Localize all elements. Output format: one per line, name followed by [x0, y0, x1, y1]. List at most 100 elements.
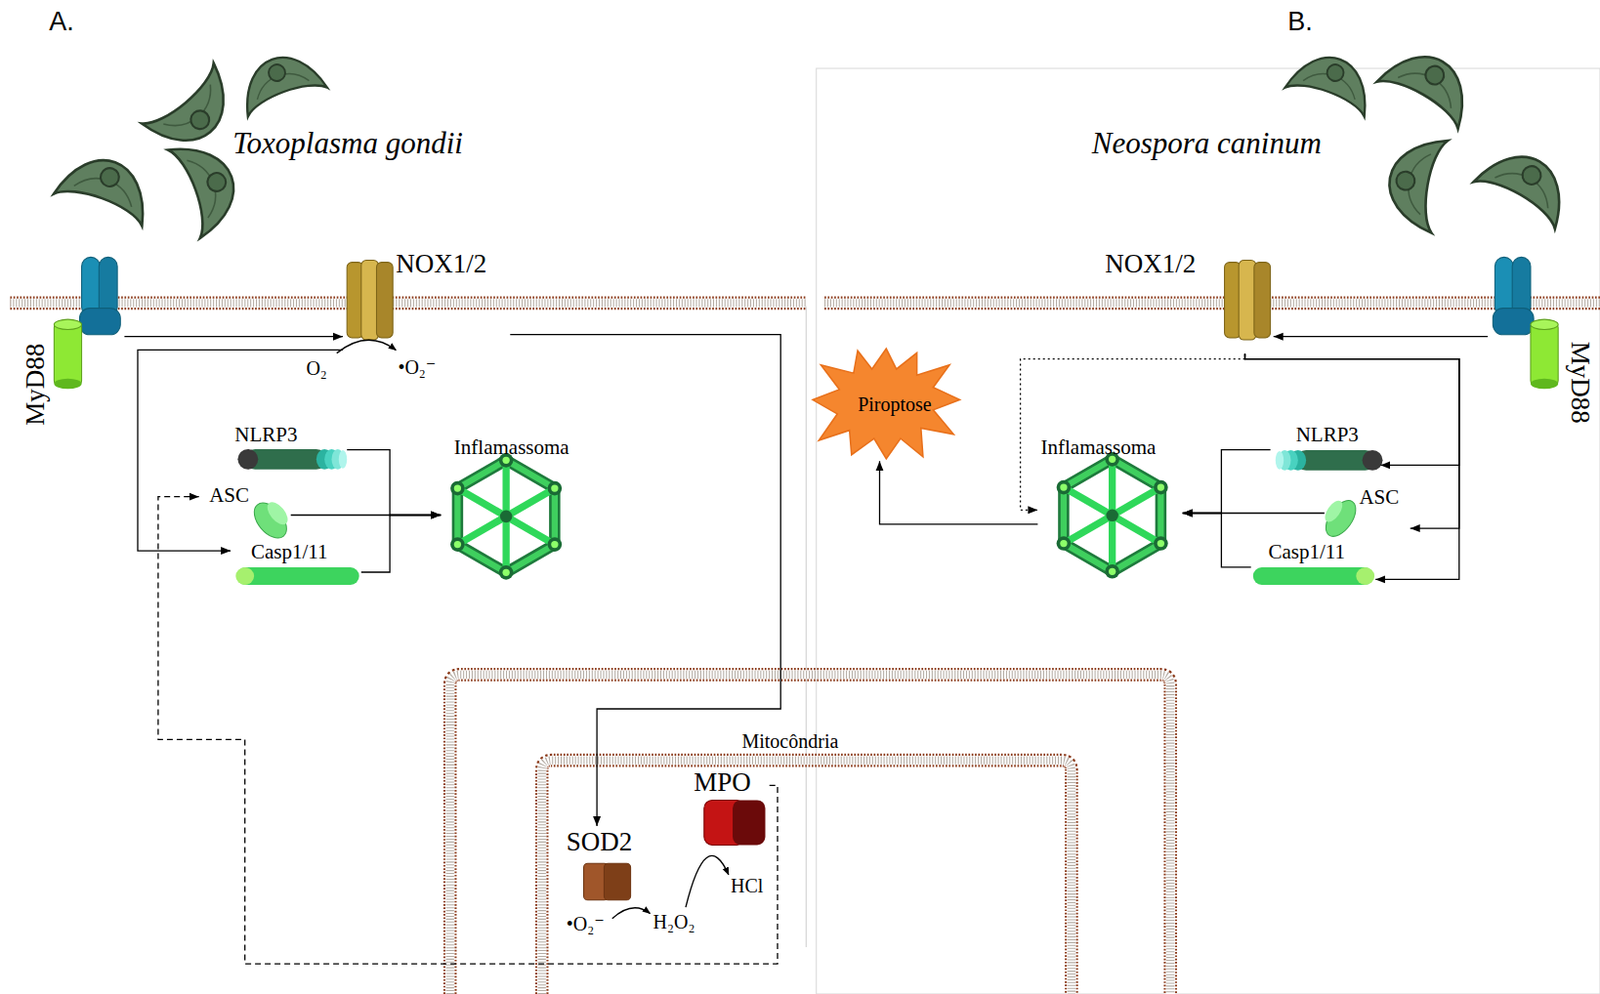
- organelle-region: MitocôndriaSOD2 MPO: [535, 729, 1077, 994]
- receptor: [1494, 256, 1514, 317]
- arrow-connector: [1245, 354, 1460, 581]
- arrow-connector: [1245, 354, 1460, 466]
- node-label: Mitocôndria: [741, 730, 839, 753]
- node-label: ASC: [209, 484, 250, 507]
- nlrp3-protein: [1275, 451, 1284, 470]
- panel-frame: [816, 68, 1600, 994]
- protein-node: ASC: [1324, 483, 1411, 544]
- cell-membrane: [9, 296, 806, 311]
- asc-protein: [1319, 495, 1362, 542]
- asc-protein: [263, 499, 293, 529]
- arrow-connector: [880, 461, 1039, 525]
- receptor: [1512, 256, 1531, 317]
- reaction-arrow: [685, 855, 729, 908]
- parasite: [53, 38, 1581, 239]
- asc-protein: [248, 497, 294, 545]
- complex-node: Inflamassoma: [440, 433, 596, 577]
- reaction-arrow: [336, 339, 397, 353]
- caspase-protein: [235, 567, 1375, 586]
- receptor: [53, 322, 82, 386]
- arrow-connector: [137, 349, 343, 551]
- receptor: [1492, 308, 1534, 336]
- caspase-protein: [236, 567, 359, 586]
- inflammasome-icon: [450, 452, 1169, 581]
- cell-membrane: [9, 298, 806, 308]
- arrow-connector: [509, 335, 781, 827]
- organelle-membrane: [450, 674, 1172, 994]
- protein-node: ASC: [199, 481, 292, 540]
- receptor-node: MyD88: [20, 254, 126, 437]
- parasite: [1284, 44, 1380, 117]
- chemical-formula: H₂O₂: [653, 911, 696, 933]
- caspase-protein: [1253, 567, 1374, 586]
- node-label: MPO: [693, 768, 752, 799]
- protein-node: NLRP3: [232, 421, 347, 472]
- chemical-formula: HCl: [730, 875, 763, 897]
- node-label: NOX1/2: [1104, 250, 1196, 280]
- sod2-protein: [584, 863, 632, 901]
- parasite: [232, 44, 328, 117]
- node-label: Piroptose: [857, 393, 932, 416]
- receptor: [53, 319, 82, 330]
- parasite: [1376, 38, 1483, 129]
- node-label: SOD2: [566, 828, 633, 858]
- cell-membrane: [824, 298, 1600, 308]
- starburst-shape: [813, 348, 961, 460]
- nox-channel: [361, 260, 379, 341]
- panel-letter: B.: [1287, 7, 1313, 38]
- receptor: [1530, 319, 1558, 330]
- outcome-starburst: Piroptose: [810, 346, 963, 462]
- dashed-arrow: [1020, 354, 1246, 511]
- mpo-protein: [704, 800, 766, 845]
- caspase-protein: [1355, 567, 1375, 586]
- parasite: [141, 63, 247, 163]
- arrow-connector: [1182, 513, 1252, 568]
- parasite: [53, 146, 160, 227]
- panel-divider: [805, 306, 807, 948]
- node-label: NLRP3: [234, 423, 297, 447]
- receptor: [79, 308, 121, 336]
- parasite: [1382, 131, 1449, 234]
- arrow-connector: [1245, 354, 1460, 530]
- node-label: Casp1/11: [251, 541, 329, 564]
- panel-letter: A.: [48, 7, 75, 38]
- asc-protein: [248, 495, 1362, 545]
- species-name: Neospora caninum: [1092, 126, 1322, 161]
- sod2-protein: [603, 863, 631, 901]
- chemical-formula: •O₂⁻: [397, 356, 436, 379]
- receptor: [82, 256, 101, 317]
- arrow-connector: [346, 450, 441, 516]
- nlrp3-protein: [237, 449, 1383, 471]
- node-label: NOX1/2: [395, 250, 487, 280]
- node-label: Casp1/11: [1267, 541, 1346, 564]
- species-name: Toxoplasma gondii: [232, 126, 464, 161]
- cell-membrane: [824, 296, 1600, 311]
- organelle-membrane: [542, 760, 1072, 994]
- arrow-connector: [124, 336, 343, 337]
- complex-node: Inflamassoma: [1037, 433, 1182, 577]
- organelle-membrane: [542, 760, 1072, 994]
- inflammasome-icon: [1056, 452, 1169, 580]
- arrow-connector: [361, 515, 442, 574]
- asc-protein: [1321, 498, 1347, 526]
- node-label: NLRP3: [1296, 423, 1359, 447]
- cell-membrane: [9, 298, 806, 307]
- enzyme-node: SOD2: [563, 826, 650, 903]
- organelle-membrane: [450, 674, 1172, 994]
- nox-channel: [376, 262, 393, 338]
- organelle-membrane: [542, 760, 1072, 994]
- node-label: MyD88: [1564, 341, 1595, 424]
- enzyme-node: MPO: [691, 766, 769, 849]
- nlrp3-protein: [237, 449, 258, 470]
- protein-node: Casp1/11: [230, 539, 362, 587]
- reaction-arrow: [612, 908, 651, 920]
- protein-node: Casp1/11: [1251, 539, 1376, 587]
- mpo-protein: [732, 800, 765, 845]
- nlrp3-protein: [338, 450, 347, 469]
- node-label: MyD88: [21, 343, 51, 426]
- chemical-formula: •O₂⁻: [566, 913, 605, 935]
- caspase-protein: [235, 567, 254, 586]
- node-label: ASC: [1358, 486, 1399, 509]
- node-label: Inflamassoma: [1041, 436, 1157, 460]
